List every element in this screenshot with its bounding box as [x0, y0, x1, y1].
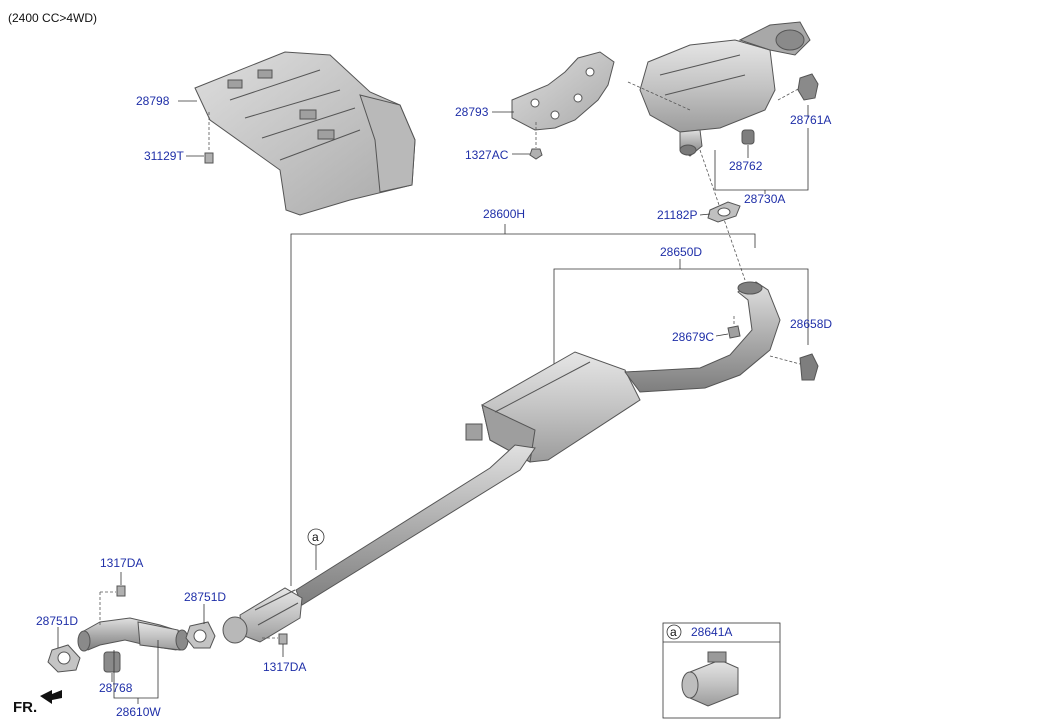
heat-shield-part	[194, 51, 416, 216]
label-28641A: 28641A	[691, 625, 732, 639]
label-1317DA-bottom: 1317DA	[263, 660, 306, 674]
label-31129T: 31129T	[144, 149, 184, 163]
arrow-left-icon	[40, 690, 62, 704]
nut-icon	[529, 148, 543, 160]
front-direction-label: FR.	[13, 699, 37, 716]
label-1317DA-top: 1317DA	[100, 556, 143, 570]
label-1327AC: 1327AC	[465, 148, 509, 162]
label-28762: 28762	[729, 159, 763, 173]
hanger-rubber-icon	[797, 73, 819, 101]
callout-marker: a	[670, 625, 677, 639]
hanger-rubber-icon	[799, 353, 819, 381]
gasket-part	[185, 621, 216, 649]
gasket-part	[707, 201, 741, 223]
label-28600H: 28600H	[483, 207, 525, 221]
clamp-part	[681, 651, 739, 707]
rear-muffler-part	[639, 21, 811, 157]
bracket-part	[511, 51, 615, 131]
center-muffler-part	[465, 281, 781, 463]
callout-box: a 28641A	[662, 622, 781, 719]
marker-a: a	[312, 530, 319, 544]
label-21182P: 21182P	[657, 208, 697, 222]
gasket-part	[47, 644, 81, 673]
label-28610W: 28610W	[116, 705, 161, 719]
label-28658D: 28658D	[790, 317, 832, 331]
label-28751D-mid: 28751D	[184, 590, 226, 604]
bolt-icon	[204, 152, 214, 164]
label-28768: 28768	[99, 681, 133, 695]
label-28730A: 28730A	[744, 192, 785, 206]
variant-label: (2400 CC>4WD)	[8, 11, 97, 25]
label-28679C: 28679C	[672, 330, 714, 344]
label-28793: 28793	[455, 105, 489, 119]
hanger-clip-icon	[727, 325, 741, 339]
hanger-rubber-icon	[741, 129, 755, 145]
main-pipe-part	[222, 444, 536, 644]
label-28798: 28798	[136, 94, 170, 108]
hanger-rubber-icon	[103, 651, 121, 673]
front-pipe-part	[77, 617, 189, 652]
bolt-icon	[116, 585, 126, 597]
label-28761A: 28761A	[790, 113, 831, 127]
bolt-icon	[278, 633, 288, 645]
label-28751D-left: 28751D	[36, 614, 78, 628]
label-28650D: 28650D	[660, 245, 702, 259]
